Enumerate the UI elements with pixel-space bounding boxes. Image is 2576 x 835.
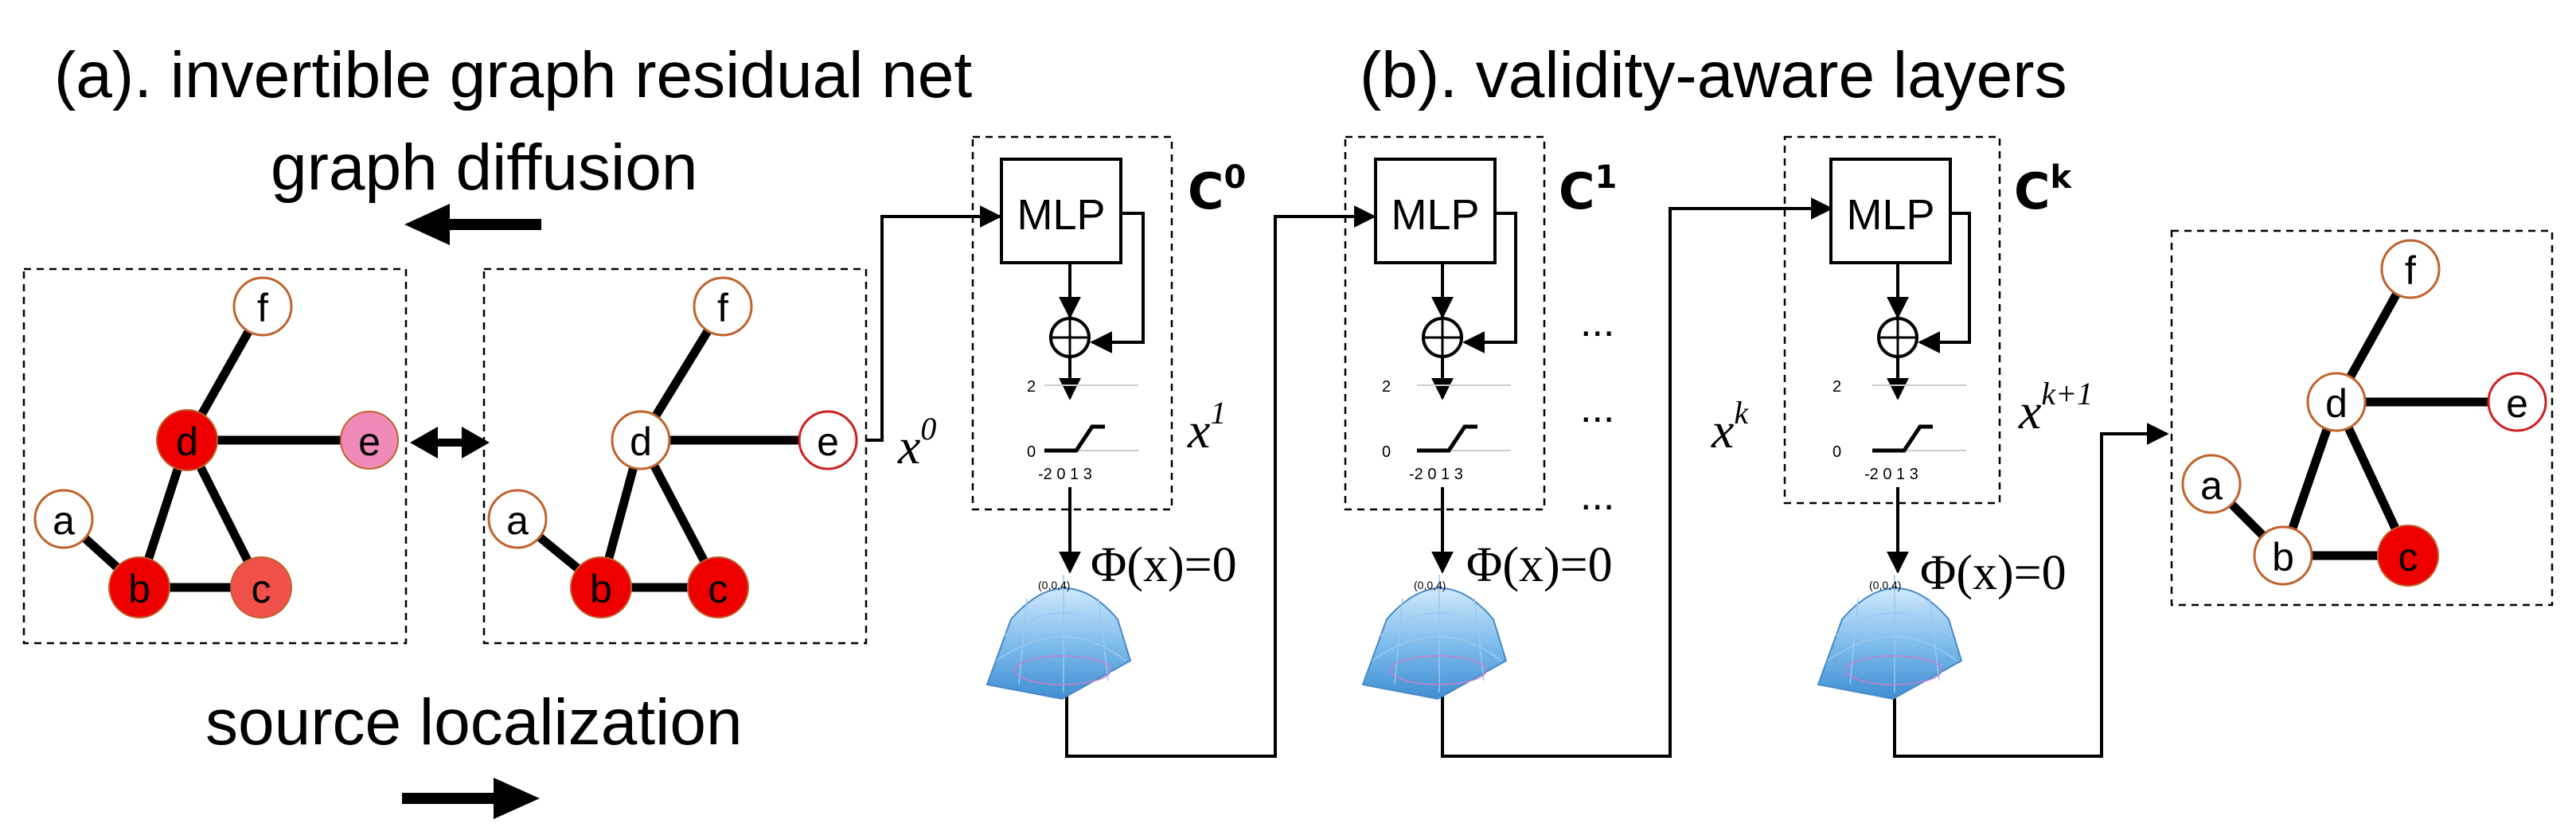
- ellipsis-top: ...: [1580, 299, 1614, 345]
- graph-1-node-d: d: [156, 409, 218, 471]
- block-1-mlp-box: [1000, 158, 1122, 264]
- block-2-mlp-label: MLP: [1391, 191, 1479, 239]
- graph-3-node-c: c: [2377, 525, 2439, 587]
- var-x1: x1: [1187, 395, 1226, 458]
- svg-text:(0,0,4): (0,0,4): [1869, 579, 1901, 591]
- block-2-mlp-box: [1374, 158, 1497, 264]
- svg-text:0: 0: [1832, 443, 1841, 461]
- block-k-c-label: Ck: [2014, 159, 2073, 220]
- validity-block-k: MLP 2 0 -2 0 1 3 (0,0,4) Ck Φ(x)=0: [1783, 135, 2073, 700]
- block-2-phi-constraint: Φ(x)=0: [1466, 538, 1613, 592]
- graph-1-box: [22, 267, 408, 645]
- block-1-residual-plus-icon: [1049, 317, 1091, 358]
- graph-2-node-a: a: [487, 489, 548, 549]
- graph-3-node-a: a: [2181, 454, 2242, 514]
- block-k-activation-plot: 2 0 -2 0 1 3: [1832, 378, 1966, 483]
- svg-text:0: 0: [1027, 443, 1036, 461]
- svg-text:-2 0 1 3: -2 0 1 3: [1864, 466, 1918, 483]
- graph-3-node-e: e: [2487, 372, 2547, 432]
- graph-2-edges: [513, 302, 833, 592]
- right-arrow-icon: [402, 778, 540, 819]
- graph-2-box: [482, 267, 868, 645]
- svg-text:2: 2: [1832, 378, 1841, 396]
- graph-3-node-b: b: [2253, 525, 2313, 586]
- block-2-activation-plot: 2 0 -2 0 1 3: [1382, 378, 1511, 483]
- block-1-mlp-label: MLP: [1017, 191, 1105, 239]
- graph-1-node-b: b: [108, 556, 170, 618]
- block-1-c-label: C0: [1188, 159, 1246, 220]
- graph-2-node-c: c: [687, 556, 749, 618]
- block-k-phi-constraint: Φ(x)=0: [1920, 546, 2067, 600]
- graph-3-node-d: d: [2306, 372, 2367, 432]
- block-2-c-label: C1: [1559, 159, 1617, 220]
- validity-block-2: MLP 2 0 -2 0 1 3 (0,0,4) C1 Φ(x)=0: [1344, 135, 1617, 700]
- graph-1-node-e: e: [340, 411, 399, 470]
- svg-text:c: c: [2398, 535, 2418, 579]
- title-b: (b). validity-aware layers: [1360, 39, 2067, 111]
- block-1-box: [971, 135, 1173, 511]
- svg-text:0: 0: [1382, 443, 1391, 461]
- var-xk-plus-1: xk+1: [2018, 376, 2093, 439]
- source-localization-label: source localization: [205, 686, 743, 759]
- var-x0: x0: [897, 411, 936, 474]
- title-a: (a). invertible graph residual net: [54, 39, 972, 111]
- block-2-box: [1344, 135, 1546, 511]
- svg-text:-2 0 1 3: -2 0 1 3: [1409, 466, 1463, 483]
- block-k-box: [1783, 135, 2001, 505]
- block-k-mlp-label: MLP: [1846, 191, 1934, 239]
- svg-text:a: a: [53, 498, 75, 543]
- svg-text:b: b: [128, 567, 150, 611]
- svg-text:e: e: [358, 419, 381, 464]
- svg-text:e: e: [817, 419, 839, 464]
- double-arrow-icon: [410, 427, 490, 458]
- block-2-residual-plus-icon: [1422, 317, 1463, 358]
- svg-text:2: 2: [1382, 378, 1391, 396]
- graph-2-node-e: e: [798, 410, 858, 470]
- svg-text:(0,0,4): (0,0,4): [1414, 579, 1446, 591]
- svg-text:f: f: [2405, 248, 2416, 293]
- graph-3-node-f: f: [2380, 239, 2441, 299]
- svg-text:(0,0,4): (0,0,4): [1038, 579, 1070, 591]
- block-1-surface-plot: (0,0,4): [986, 575, 1132, 700]
- svg-text:d: d: [2325, 381, 2348, 426]
- var-xk: xk: [1711, 395, 1749, 458]
- block-1-phi-constraint: Φ(x)=0: [1091, 538, 1237, 592]
- validity-block-1: MLP 2 0 -2 0 1 3 (0,0,4) C0 Φ(x)=0: [971, 135, 1246, 700]
- block-1-activation-plot: 2 0 -2 0 1 3: [1027, 378, 1138, 483]
- graph-diffusion-label: graph diffusion: [271, 131, 697, 204]
- svg-text:f: f: [717, 286, 728, 330]
- graph-1-node-c: c: [230, 556, 292, 618]
- graph-2-node-f: f: [693, 276, 753, 337]
- graph-1-node-a: a: [33, 489, 94, 549]
- svg-text:c: c: [252, 567, 271, 611]
- svg-text:d: d: [630, 419, 652, 464]
- graph-2-node-d: d: [611, 410, 671, 470]
- svg-text:a: a: [2200, 463, 2223, 508]
- svg-text:b: b: [590, 567, 612, 611]
- graph-3-box: [2170, 229, 2554, 607]
- svg-text:a: a: [506, 498, 529, 543]
- ellipsis-bottom: ...: [1580, 473, 1614, 519]
- graph-1-node-f: f: [232, 276, 293, 337]
- block-k-surface-plot: (0,0,4): [1817, 575, 1963, 700]
- svg-text:c: c: [708, 567, 728, 611]
- svg-text:-2 0 1 3: -2 0 1 3: [1038, 466, 1092, 483]
- block-2-surface-plot: (0,0,4): [1361, 575, 1508, 700]
- connection-lines: [866, 197, 2169, 758]
- svg-text:2: 2: [1027, 378, 1036, 396]
- svg-text:b: b: [2272, 535, 2294, 579]
- left-arrow-icon: [404, 204, 541, 245]
- block-k-mlp-box: [1829, 158, 1952, 264]
- svg-text:d: d: [176, 419, 198, 464]
- ellipsis-middle: ...: [1580, 385, 1614, 431]
- block-k-residual-plus-icon: [1877, 317, 1918, 358]
- graph-2-node-b: b: [570, 556, 632, 618]
- svg-text:f: f: [257, 286, 268, 330]
- svg-text:e: e: [2506, 381, 2528, 426]
